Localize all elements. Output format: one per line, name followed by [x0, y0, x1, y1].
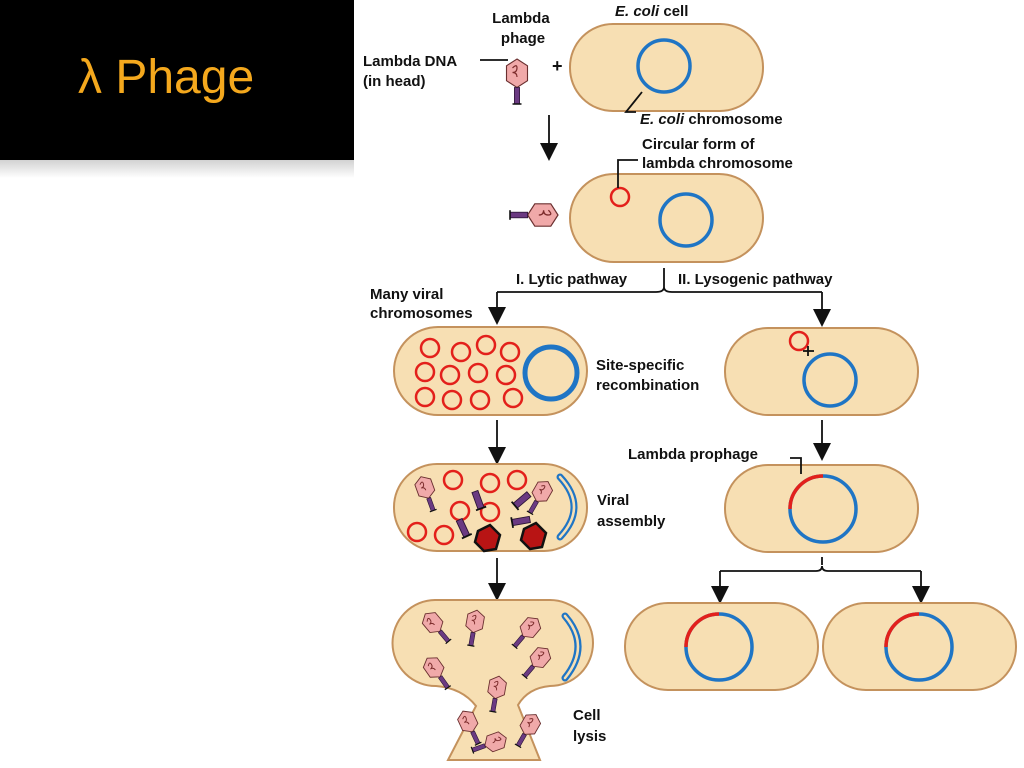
label-lambda-phage: Lambda phage — [492, 10, 554, 47]
ecoli-chromosome-leader-line — [624, 91, 643, 113]
lytic-cell-lysis — [391, 599, 594, 761]
label-site-specific-recombination: Site-specific recombination — [596, 357, 699, 394]
lysogenic-cell-integration — [724, 327, 919, 416]
lysogenic-cell-prophage — [724, 464, 919, 553]
ecoli-cell-top — [569, 23, 764, 112]
ecoli-cell-injected — [569, 173, 764, 263]
daughter-cell-left — [624, 602, 819, 691]
label-circular-form: Circular form of lambda chromosome — [642, 136, 793, 172]
label-lysogenic-pathway: II. Lysogenic pathway — [678, 271, 833, 288]
plus-sign: + — [552, 56, 563, 76]
title-panel: λ Phage — [0, 0, 354, 160]
label-ecoli-chromosome: E. coli chromosome — [640, 111, 783, 128]
label-lytic-pathway: I. Lytic pathway — [516, 271, 628, 288]
lytic-cell-replication — [393, 326, 588, 416]
ecoli-chromosome-icon — [636, 38, 692, 94]
slide-title: λ Phage — [78, 51, 255, 104]
label-lambda-dna: Lambda DNA (in head) — [363, 53, 461, 90]
pathway-branch-lines — [488, 268, 831, 327]
label-many-viral-chromosomes: Many viral chromosomes — [370, 286, 473, 322]
circular-form-leader-line — [617, 159, 638, 188]
capsid-icon — [473, 523, 502, 553]
lytic-cell-assembly — [393, 463, 588, 553]
label-cell-lysis: Cell lysis — [573, 707, 606, 745]
label-lambda-prophage: Lambda prophage — [628, 446, 758, 463]
title-shadow — [0, 160, 354, 178]
capsid-icon — [519, 521, 548, 551]
daughter-cell-right — [822, 602, 1017, 691]
label-viral-assembly: Viral assembly — [597, 492, 666, 530]
attached-phage-icon — [509, 203, 559, 227]
label-ecoli-cell: E. coli cell — [615, 3, 688, 20]
cell-division-branch — [711, 557, 930, 604]
prophage-leader-line — [790, 457, 802, 474]
lambda-phage-icon — [505, 58, 529, 105]
lambda-circular-chromosome-icon — [609, 186, 631, 208]
